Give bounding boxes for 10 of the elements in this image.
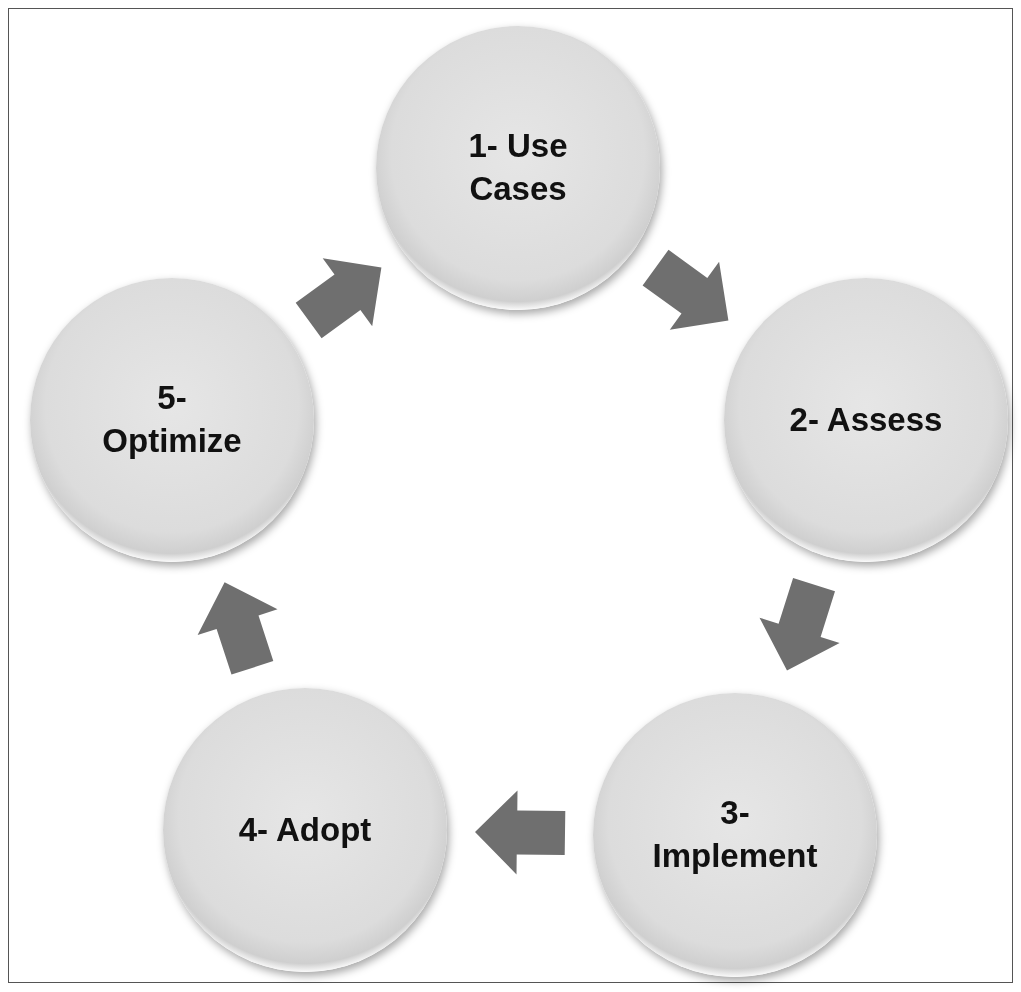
block-arrow <box>197 582 278 675</box>
step-label: 5- Optimize <box>101 378 243 461</box>
block-arrow <box>475 790 566 875</box>
block-arrow <box>759 578 840 671</box>
step-label: 3- Implement <box>651 793 819 876</box>
step-label: 1- Use Cases <box>467 126 569 209</box>
step-label: 4- Adopt <box>237 809 373 850</box>
step-label: 2- Assess <box>788 399 944 440</box>
block-arrow <box>642 249 729 330</box>
block-arrow <box>295 258 382 339</box>
